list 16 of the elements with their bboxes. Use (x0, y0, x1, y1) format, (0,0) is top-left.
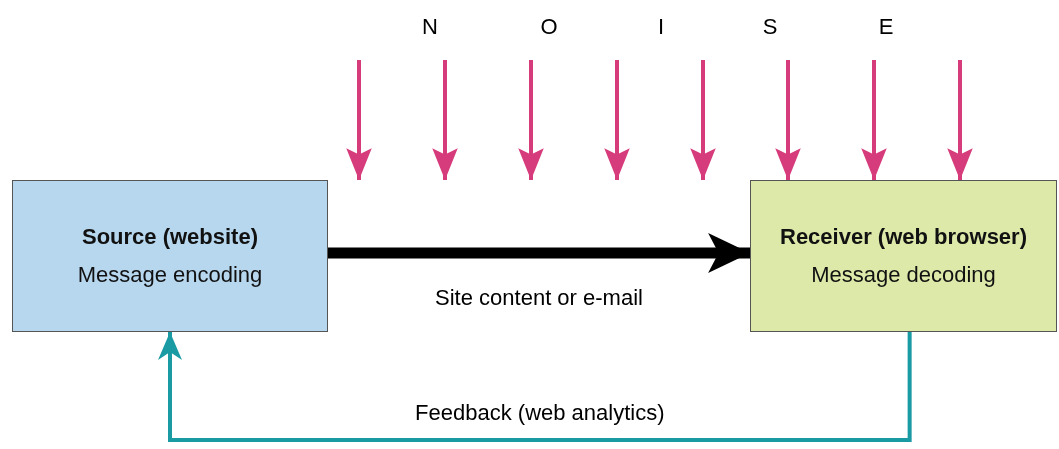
noise-letter: S (762, 14, 778, 40)
box-text: Message decoding (811, 261, 996, 289)
process-box (12, 180, 328, 332)
box-heading: Source (website) (80, 223, 259, 252)
noise-arrow (861, 60, 887, 180)
noise-letter: O (540, 14, 558, 40)
noise-letter: E (878, 14, 894, 40)
noise-arrow (947, 60, 973, 180)
feedback-arrow (158, 332, 912, 442)
noise-letter: N (422, 14, 438, 40)
noise-arrow (775, 60, 801, 180)
thick-arrow (328, 233, 750, 273)
noise-letter: I (657, 14, 665, 40)
box-text: Message encoding (77, 261, 263, 289)
process-box (750, 180, 1057, 332)
box-heading: Receiver (web browser) (779, 223, 1028, 252)
